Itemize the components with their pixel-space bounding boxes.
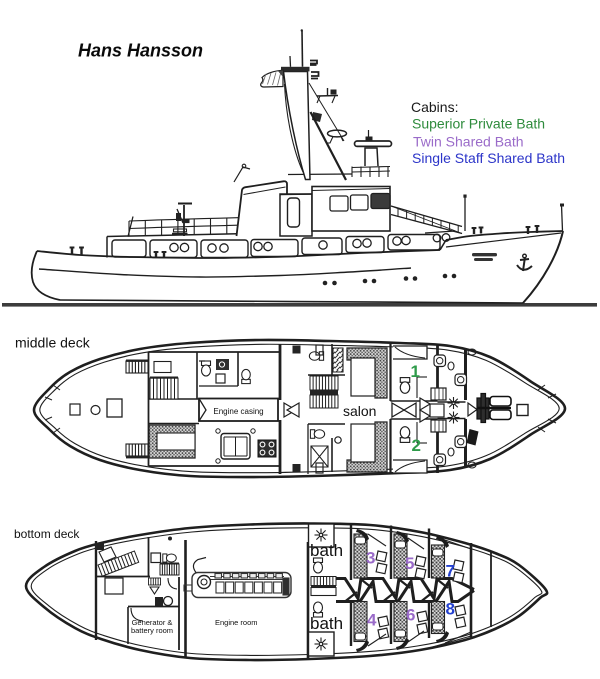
svg-text:7: 7 [446,562,455,581]
svg-text:Generator &: Generator & [132,618,173,627]
svg-text:bottom deck: bottom deck [14,527,80,541]
svg-text:bath: bath [310,541,343,560]
svg-text:middle deck: middle deck [15,335,91,351]
svg-text:bath: bath [310,614,343,633]
svg-text:6: 6 [406,606,415,625]
svg-text:Superior Private Bath: Superior Private Bath [412,115,545,131]
svg-text:3: 3 [366,549,375,568]
svg-text:Cabins:: Cabins: [411,99,458,115]
svg-text:Single Staff Shared Bath: Single Staff Shared Bath [412,150,565,166]
svg-text:8: 8 [446,600,455,619]
svg-text:1: 1 [411,362,420,381]
svg-text:Hans Hansson: Hans Hansson [78,41,203,61]
svg-text:5: 5 [405,554,414,573]
svg-text:Twin Shared Bath: Twin Shared Bath [413,133,524,149]
svg-text:salon: salon [343,403,376,419]
svg-text:battery room: battery room [131,626,173,635]
svg-text:Engine casing: Engine casing [213,407,263,416]
svg-text:4: 4 [367,611,377,630]
svg-text:Engine room: Engine room [215,618,258,627]
svg-text:2: 2 [412,436,421,455]
